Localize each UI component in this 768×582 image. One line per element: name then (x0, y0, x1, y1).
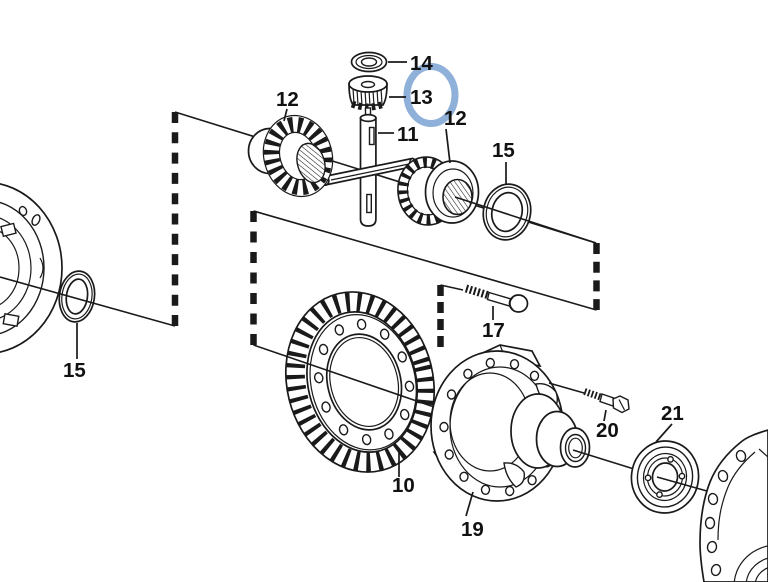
callout-labels: 10 11 12 12 13 14 15 15 17 19 20 21 (63, 52, 684, 541)
bolt-20 (583, 388, 630, 414)
leader-lines (76, 61, 673, 517)
axle-housing-left-partial (0, 182, 63, 354)
callout-11: 11 (397, 123, 419, 146)
bearing-21 (630, 440, 700, 514)
differential-carrier-19 (430, 344, 591, 502)
alignment-line-top-overlay (454, 196, 597, 244)
alignment-line-hub (572, 449, 635, 470)
bolt-20-position-line (548, 382, 585, 394)
callout-13-highlighted: 13 (410, 86, 433, 109)
callout-12-left: 12 (276, 88, 299, 111)
callout-20: 20 (596, 419, 619, 442)
callout-15-right: 15 (492, 139, 515, 162)
bolt-17 (464, 284, 529, 313)
side-gear-12-right (397, 156, 480, 226)
axle-housing-right-partial (699, 429, 768, 582)
highlight-circle-13 (403, 63, 459, 127)
callout-10: 10 (392, 474, 415, 497)
assembly-boundary-dashed (171, 112, 600, 347)
washer-14 (350, 51, 388, 73)
side-gear-12-left (247, 114, 334, 198)
crown-wheel-10 (284, 291, 436, 473)
callout-15-left: 15 (63, 359, 86, 382)
crown-wheel-bolt-holes (313, 318, 415, 446)
callout-21: 21 (661, 402, 684, 425)
alignment-line-bearing (656, 476, 715, 494)
alignment-line-middle (253, 344, 438, 409)
callout-19: 19 (461, 518, 484, 541)
alignment-line-left (0, 276, 176, 327)
callout-17: 17 (482, 319, 505, 342)
callout-12-right: 12 (444, 107, 467, 130)
carrier-hub (510, 393, 591, 469)
pinion-gear-13 (348, 75, 388, 118)
thrust-washer-15-right (482, 183, 532, 241)
callout-14: 14 (410, 52, 433, 75)
housing-bolt-holes (704, 449, 747, 577)
